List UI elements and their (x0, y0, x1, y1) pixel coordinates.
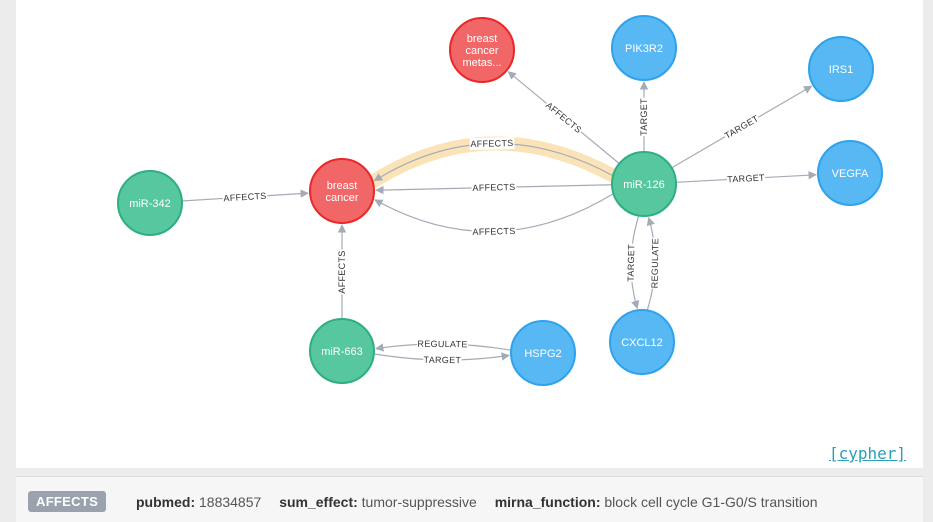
relationship-label-bg (416, 337, 469, 351)
node-caption: miR-663 (321, 346, 363, 358)
node-circle (817, 140, 883, 206)
node-circle (510, 320, 576, 386)
relationship-label: REGULATE (417, 339, 467, 350)
relationship-label-bg (542, 98, 585, 137)
node-caption: CXCL12 (621, 337, 663, 349)
property-value: tumor-suppressive (361, 494, 477, 510)
edges-layer: AFFECTS AFFECTS AFFECTS AFFECTS AFFECTS TARGE… (181, 71, 817, 367)
node-irs1[interactable]: IRS1 (808, 36, 874, 102)
node-circle (449, 17, 515, 83)
properties-bar: AFFECTS pubmed: 18834857 sum_effect: tum… (16, 476, 923, 522)
relationship-type-badge[interactable]: AFFECTS (28, 491, 107, 512)
node-caption: HSPG2 (524, 348, 561, 360)
node-caption: cancer (465, 45, 498, 57)
node-caption: PIK3R2 (625, 43, 663, 55)
relationship-label: AFFECTS (223, 191, 267, 204)
relationship-label: TARGET (727, 173, 765, 185)
node-mir-126[interactable]: miR-126 (611, 151, 677, 217)
relationship-e6[interactable]: TARGET (638, 81, 650, 152)
relationship-e9[interactable]: TARGET (624, 215, 640, 310)
node-hspg2[interactable]: HSPG2 (510, 320, 576, 386)
relationship-e3[interactable]: AFFECTS (375, 180, 613, 195)
nodes-layer: breastcancerbreastcancermetas...miR-342m… (117, 15, 883, 386)
node-caption: breast (327, 180, 358, 192)
relationship-e13[interactable]: REGULATE (375, 337, 512, 352)
graph-svg[interactable]: AFFECTS AFFECTS AFFECTS AFFECTS AFFECTS TARGE… (16, 0, 923, 468)
relationship-label-bg (722, 112, 762, 142)
node-breast-cancer-metas[interactable]: breastcancermetas... (449, 17, 515, 83)
property-key: pubmed: (136, 494, 196, 510)
relationship-e12[interactable]: TARGET (373, 352, 510, 367)
node-cxcl12[interactable]: CXCL12 (609, 309, 675, 375)
property-sum-effect: sum_effect: tumor-suppressive (279, 494, 481, 510)
relationship-label-bg (469, 137, 515, 150)
relationship-label: TARGET (639, 98, 649, 136)
relationship-label: AFFECTS (472, 226, 515, 237)
relationship-label-bg (336, 249, 348, 295)
relationship-label-bg (222, 189, 268, 205)
node-pik3r2[interactable]: PIK3R2 (611, 15, 677, 81)
relationship-label: AFFECTS (544, 100, 584, 135)
relationship-label: REGULATE (650, 238, 661, 288)
graph-canvas[interactable]: AFFECTS AFFECTS AFFECTS AFFECTS AFFECTS TARGE… (16, 0, 923, 468)
relationship-label: AFFECTS (337, 250, 347, 293)
property-value: block cell cycle G1-G0/S transition (604, 494, 818, 510)
property-mirna-function: mirna_function: block cell cycle G1-G0/S… (495, 494, 818, 510)
relationship-label: TARGET (424, 355, 462, 365)
node-mir-663[interactable]: miR-663 (309, 318, 375, 384)
properties-list: pubmed: 18834857 sum_effect: tumor-suppr… (136, 494, 832, 510)
relationship-e1[interactable]: AFFECTS (181, 189, 309, 205)
relationship-e11[interactable]: AFFECTS (336, 224, 348, 319)
property-key: mirna_function: (494, 494, 601, 510)
relationship-label-bg (638, 97, 650, 137)
relationship-label-bg (624, 243, 638, 283)
relationship-e7[interactable]: TARGET (671, 85, 813, 169)
property-pubmed: pubmed: 18834857 (136, 494, 265, 510)
node-caption: IRS1 (829, 64, 853, 76)
relationship-label: TARGET (626, 244, 637, 282)
node-caption: breast (467, 33, 498, 45)
relationship-label-bg (726, 171, 766, 186)
node-caption: cancer (325, 192, 358, 204)
node-caption: miR-342 (129, 198, 171, 210)
node-vegfa[interactable]: VEGFA (817, 140, 883, 206)
node-mir-342[interactable]: miR-342 (117, 170, 183, 236)
relationship-label: AFFECTS (470, 138, 513, 149)
relationship-label: AFFECTS (472, 182, 515, 193)
node-caption: VEGFA (832, 168, 869, 180)
relationship-label-bg (423, 353, 462, 367)
relationship-e2[interactable]: AFFECTS (374, 193, 614, 239)
relationship-label: TARGET (723, 113, 761, 141)
node-caption: metas... (462, 57, 501, 69)
relationship-e10[interactable]: REGULATE (646, 216, 662, 311)
node-circle (309, 318, 375, 384)
property-key: sum_effect: (279, 494, 358, 510)
property-value: 18834857 (199, 494, 262, 510)
node-circle (309, 158, 375, 224)
relationship-e4[interactable]: AFFECTS (367, 136, 621, 188)
node-circle (808, 36, 874, 102)
node-circle (611, 15, 677, 81)
node-circle (117, 170, 183, 236)
relationship-label-bg (648, 237, 662, 289)
relationship-e8[interactable]: TARGET (675, 171, 817, 186)
relationship-label-bg (471, 180, 517, 194)
relationship-label-bg (471, 224, 517, 239)
cypher-link[interactable]: [cypher] (828, 444, 906, 463)
node-circle (609, 309, 675, 375)
node-caption: miR-126 (623, 179, 665, 191)
node-circle (611, 151, 677, 217)
